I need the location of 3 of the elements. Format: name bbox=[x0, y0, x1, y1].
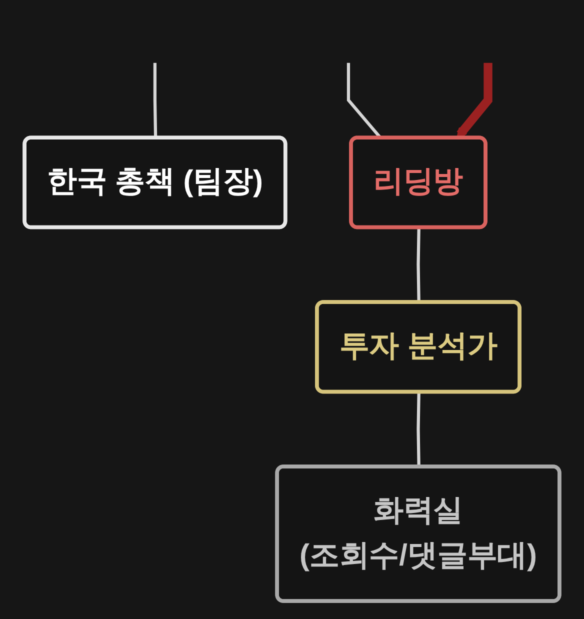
connector bbox=[416, 392, 420, 468]
connector bbox=[153, 62, 158, 138]
connector bbox=[416, 228, 420, 303]
